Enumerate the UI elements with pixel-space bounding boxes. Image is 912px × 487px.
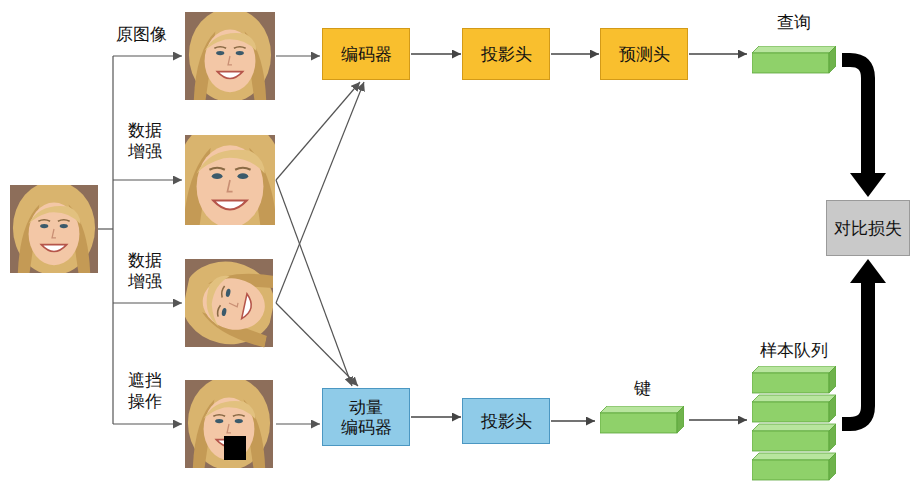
connector-line [411, 416, 461, 417]
original-image [185, 8, 275, 102]
branch-label: 数据 增强 [128, 250, 168, 293]
node-text: 查询 [748, 12, 840, 32]
connector-line [411, 53, 461, 54]
branch-label: 原图像 [116, 24, 167, 45]
arrowhead [850, 173, 886, 197]
connector-line [551, 420, 595, 421]
node-text: 投影头 [481, 44, 532, 64]
sample-queue: 样本队列 [748, 340, 840, 484]
prediction-head-box: 预测头 [600, 28, 688, 80]
connector-line [551, 53, 599, 54]
loss-box: 对比损失 [826, 200, 910, 256]
thick-arrow [842, 60, 886, 197]
arrowhead [850, 259, 886, 283]
connector-line [689, 419, 747, 420]
key-vector: 键 [596, 378, 688, 436]
queue-stack-shape [752, 366, 836, 482]
connector-line [842, 281, 868, 424]
branch-lines [98, 56, 364, 424]
arrow-connector [689, 54, 747, 55]
arrow-connector [689, 420, 747, 421]
node-text: 动量 编码器 [329, 397, 403, 438]
arrow-connector [411, 54, 461, 55]
arrow-connector [411, 417, 461, 418]
node-text: 投影头 [481, 411, 532, 431]
connector-line [689, 53, 747, 54]
source-image [10, 181, 98, 275]
projection-head-box: 投影头 [462, 398, 550, 444]
branch-label: 遮挡 操作 [128, 370, 168, 413]
connector-line [842, 60, 868, 175]
node-text: 预测头 [619, 44, 670, 64]
occluded-image [185, 376, 273, 470]
node-text: 键 [596, 378, 688, 398]
node-text: 样本队列 [748, 340, 840, 360]
encoder-box: 编码器 [322, 28, 410, 80]
arrow-connector [551, 421, 595, 422]
projection-head-box: 投影头 [462, 28, 550, 80]
node-text: 对比损失 [834, 218, 902, 238]
vector-shape [752, 46, 836, 74]
branch-label: 数据 增强 [128, 120, 168, 163]
node-text: 编码器 [341, 44, 392, 64]
augmented-image [174, 253, 283, 353]
arrow-connector [551, 54, 599, 55]
query-vector: 查询 [748, 12, 840, 76]
thick-arrow [842, 259, 886, 424]
vector-shape [600, 406, 684, 434]
momentum-encoder-box: 动量 编码器 [322, 388, 410, 446]
augmented-image [172, 117, 288, 240]
